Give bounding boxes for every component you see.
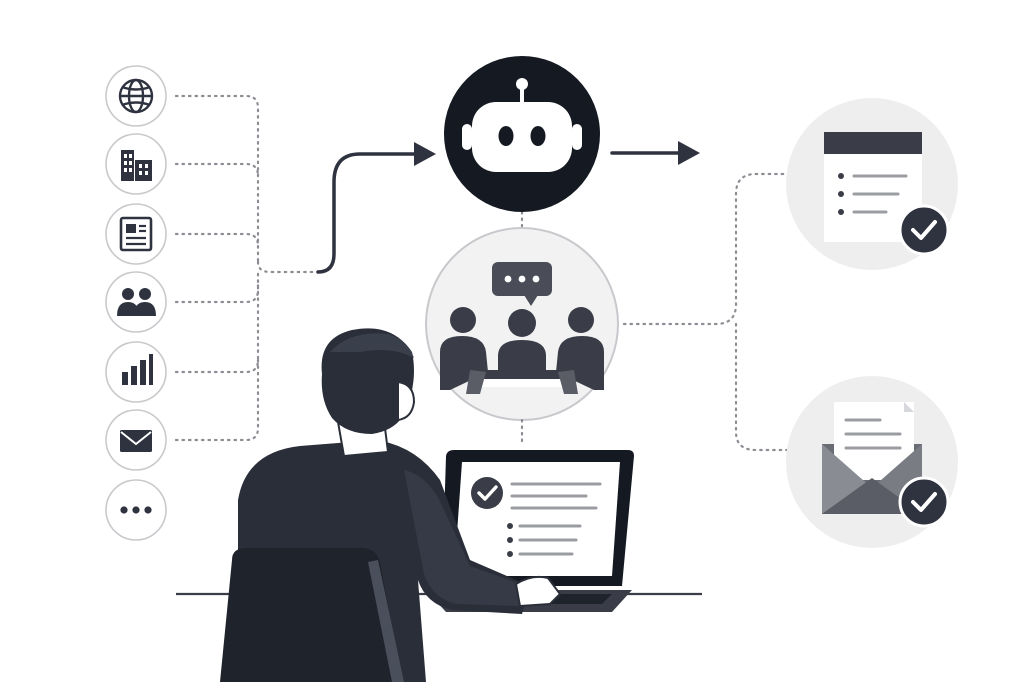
input-to-robot-arrow (316, 142, 436, 274)
check-icon (898, 204, 950, 256)
chair-icon (220, 548, 404, 682)
chat-bubble-icon (492, 262, 552, 306)
users-icon (117, 288, 156, 316)
more-icon (120, 506, 152, 514)
email-output (786, 376, 958, 548)
mail-icon (120, 430, 152, 452)
input-connectors (174, 94, 320, 442)
output-connectors (622, 172, 792, 452)
report-output (786, 98, 958, 270)
meeting-node (425, 227, 619, 448)
input-sources (105, 65, 167, 541)
globe-icon (118, 78, 154, 114)
robot-node (444, 56, 600, 236)
bar-chart-icon (122, 354, 153, 385)
check-icon (898, 476, 950, 528)
buildings-icon (121, 150, 152, 181)
document-icon (119, 216, 153, 252)
meeting-people-icon (440, 307, 604, 394)
robot-icon (462, 78, 582, 172)
robot-output-arrow (610, 141, 700, 165)
